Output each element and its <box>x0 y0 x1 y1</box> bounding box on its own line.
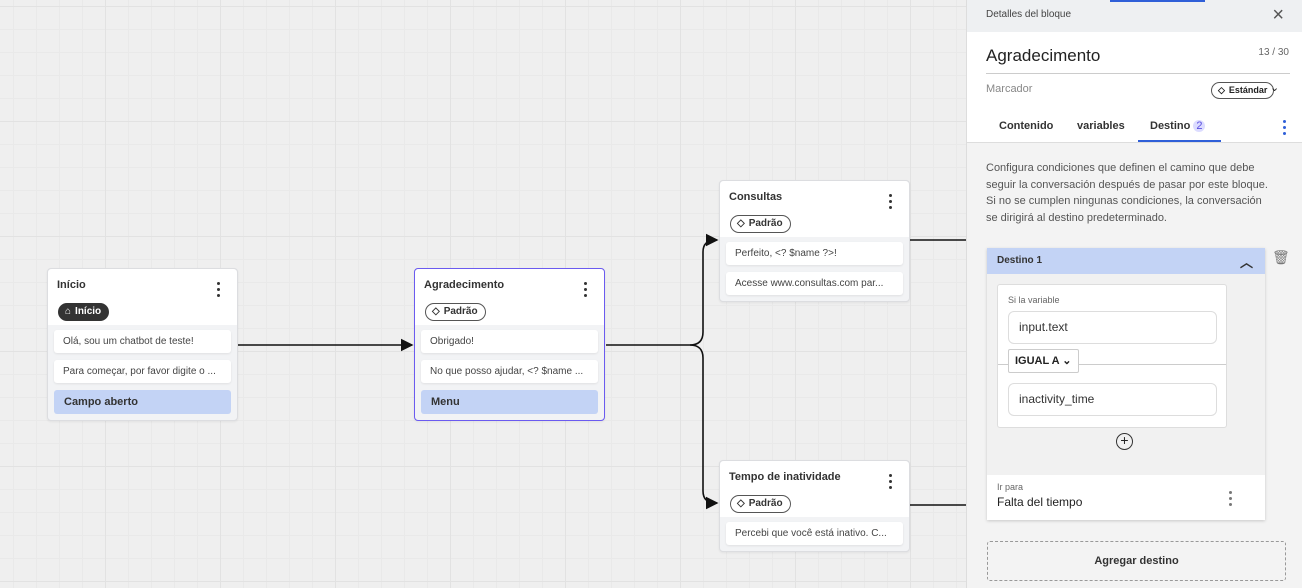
description: Configura condiciones que definen el cam… <box>986 162 1268 224</box>
tag-label: Padrão <box>443 306 478 317</box>
add-destination-button[interactable]: Agregar destino <box>987 541 1286 581</box>
variable-input[interactable]: input.text <box>1008 311 1217 344</box>
tab-label: Destino <box>1150 120 1191 132</box>
node-tag: ⌂Início <box>58 303 110 321</box>
tab-variables[interactable]: variables <box>1077 120 1125 132</box>
block-title-input[interactable]: Agradecimento <box>986 46 1290 74</box>
block-item[interactable]: Menu <box>421 390 598 414</box>
more-icon[interactable] <box>1283 120 1287 135</box>
more-icon[interactable] <box>584 282 588 297</box>
block-item[interactable]: Campo aberto <box>54 390 231 414</box>
chevron-up-icon[interactable]: ︿ <box>1239 255 1253 270</box>
condition-box: Si la variable input.text IGUAL A ⌄ inac… <box>997 284 1227 428</box>
char-count: 13 / 30 <box>1258 47 1289 58</box>
top-indicator <box>1110 0 1205 2</box>
go-to-label: Ir para <box>997 482 1024 492</box>
tag-icon: ◇ <box>432 306 440 317</box>
tag-icon: ◇ <box>737 218 745 229</box>
operator-select[interactable]: IGUAL A ⌄ <box>1008 349 1079 373</box>
tag-icon: ◇ <box>737 498 745 509</box>
node-tag: ◇Padrão <box>730 495 791 513</box>
connector-agradecimento-consultas <box>606 233 719 346</box>
node-consultas[interactable]: Consultas ◇Padrão Perfeito, <? $name ?>!… <box>719 180 910 302</box>
add-condition-icon[interactable]: + <box>1116 433 1133 450</box>
tab-contenido[interactable]: Contenido <box>999 120 1054 132</box>
panel-header: Detalles del bloque <box>986 9 1072 20</box>
node-tempo-inatividade[interactable]: Tempo de inatividade ◇Padrão Percebi que… <box>719 460 910 552</box>
marker-value: Estándar <box>1228 85 1268 95</box>
message-item[interactable]: Percebi que você está inativo. C... <box>726 522 903 545</box>
destination-card: Destino 1 ︿ Si la variable input.text IGU… <box>987 248 1265 520</box>
message-item[interactable]: Obrigado! <box>421 330 598 353</box>
trash-icon[interactable]: 🗑 <box>1272 249 1290 265</box>
divider <box>998 364 1226 365</box>
marker-select[interactable]: ◇Estándar <box>1211 82 1275 99</box>
message-item[interactable]: Olá, sou um chatbot de teste! <box>54 330 231 353</box>
node-title: Tempo de inatividade <box>729 471 841 483</box>
node-tag: ◇Padrão <box>425 303 486 321</box>
tag-label: Início <box>75 306 102 317</box>
node-tag: ◇Padrão <box>730 215 791 233</box>
node-title: Agradecimento <box>424 279 505 291</box>
tag-label: Padrão <box>748 498 783 509</box>
node-title: Consultas <box>729 191 783 203</box>
message-item[interactable]: Perfeito, <? $name ?>! <box>726 242 903 265</box>
home-icon: ⌂ <box>65 306 72 317</box>
value-input[interactable]: inactivity_time <box>1008 383 1217 416</box>
if-variable-label: Si la variable <box>1008 295 1060 305</box>
message-item[interactable]: Para começar, por favor digite o ... <box>54 360 231 383</box>
more-icon[interactable] <box>217 282 221 297</box>
more-icon[interactable] <box>889 474 893 489</box>
node-title: Início <box>57 279 86 291</box>
connectors <box>238 233 966 510</box>
node-agradecimento[interactable]: Agradecimento ◇Padrão Obrigado! No que p… <box>414 268 605 421</box>
go-to-value: Falta del tiempo <box>997 495 1083 509</box>
connector-agradecimento-tempo <box>689 344 719 510</box>
more-icon[interactable] <box>889 194 893 209</box>
active-tab-indicator <box>1138 140 1221 142</box>
tag-label: Padrão <box>748 218 783 229</box>
node-inicio[interactable]: Início ⌂Início Olá, sou um chatbot de te… <box>47 268 238 421</box>
message-item[interactable]: No que posso ajudar, <? $name ... <box>421 360 598 383</box>
block-details-panel: Detalles del bloque × Agradecimento 13 / … <box>966 0 1302 588</box>
more-icon[interactable] <box>1229 491 1233 506</box>
marker-label: Marcador <box>986 83 1033 95</box>
close-icon[interactable]: × <box>1272 4 1284 26</box>
message-item[interactable]: Acesse www.consultas.com par... <box>726 272 903 295</box>
chevron-down-icon: ⌄ <box>1062 355 1072 367</box>
operator-value: IGUAL A <box>1015 355 1060 367</box>
go-to-section[interactable]: Ir para Falta del tiempo <box>987 475 1265 520</box>
chevron-down-icon[interactable]: ⌄ <box>1270 82 1280 94</box>
destination-title: Destino 1 <box>997 255 1043 266</box>
count-badge: 2 <box>1193 120 1206 132</box>
tag-icon: ◇ <box>1218 85 1225 95</box>
